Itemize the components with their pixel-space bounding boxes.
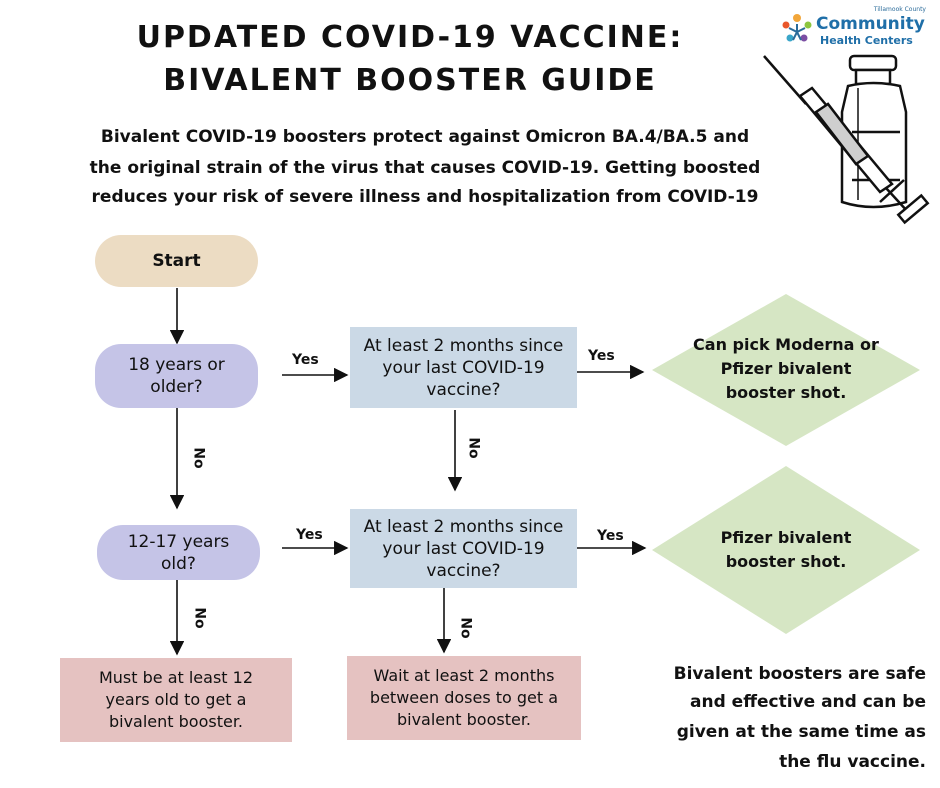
label-yes-adult: Yes	[292, 352, 319, 368]
logo-community-text: Community	[816, 14, 925, 34]
intro-line-3: reduces your risk of severe illness and …	[91, 187, 759, 207]
stop-wait-longer: Wait at least 2 months between doses to …	[347, 656, 581, 740]
start-node: Start	[95, 235, 258, 287]
logo-people-icon	[782, 14, 812, 42]
safety-note-line-2: and effective and can be	[690, 692, 926, 712]
question-12-17: 12-17 years old?	[97, 525, 260, 580]
result-moderna-or-pfizer: Can pick Moderna or Pfizer bivalent boos…	[693, 335, 879, 402]
stop-too-young: Must be at least 12 years old to get a b…	[60, 658, 292, 742]
label-no-teen: No	[191, 607, 208, 629]
safety-note-line-1: Bivalent boosters are safe	[673, 664, 926, 684]
result-teen-diamond	[652, 466, 920, 634]
question-18-or-older: 18 years or older?	[95, 344, 258, 408]
check-2-months-adult: At least 2 months since your last COVID-…	[350, 327, 577, 408]
logo-county-text: Tillamook County	[873, 6, 926, 13]
result-adult-diamond	[652, 294, 920, 446]
result-pfizer-only: Pfizer bivalent booster shot.	[720, 528, 852, 571]
organization-logo: Tillamook County Community Health Center…	[780, 6, 932, 52]
safety-note-line-4: the flu vaccine.	[779, 752, 926, 772]
label-yes-adult-wait: Yes	[588, 348, 615, 364]
logo-health-centers-text: Health Centers	[820, 34, 913, 47]
intro-line-1: Bivalent COVID-19 boosters protect again…	[100, 127, 750, 147]
vaccine-vial-icon	[840, 54, 908, 209]
label-yes-teen: Yes	[296, 527, 323, 543]
label-yes-teen-wait: Yes	[597, 528, 624, 544]
label-no-adult-wait: No	[465, 437, 482, 459]
label-no-adult: No	[190, 447, 207, 469]
intro-line-2: the original strain of the virus that ca…	[89, 158, 761, 178]
check-2-months-teen: At least 2 months since your last COVID-…	[350, 509, 577, 588]
vaccine-syringe-illustration	[763, 54, 930, 225]
label-no-teen-wait: No	[457, 617, 474, 639]
safety-note-line-3: given at the same time as	[676, 722, 926, 742]
syringe-icon	[763, 55, 930, 225]
page-title-line-1: UPDATED COVID-19 VACCINE:	[136, 20, 684, 55]
page-title-line-2: BIVALENT BOOSTER GUIDE	[163, 63, 657, 98]
